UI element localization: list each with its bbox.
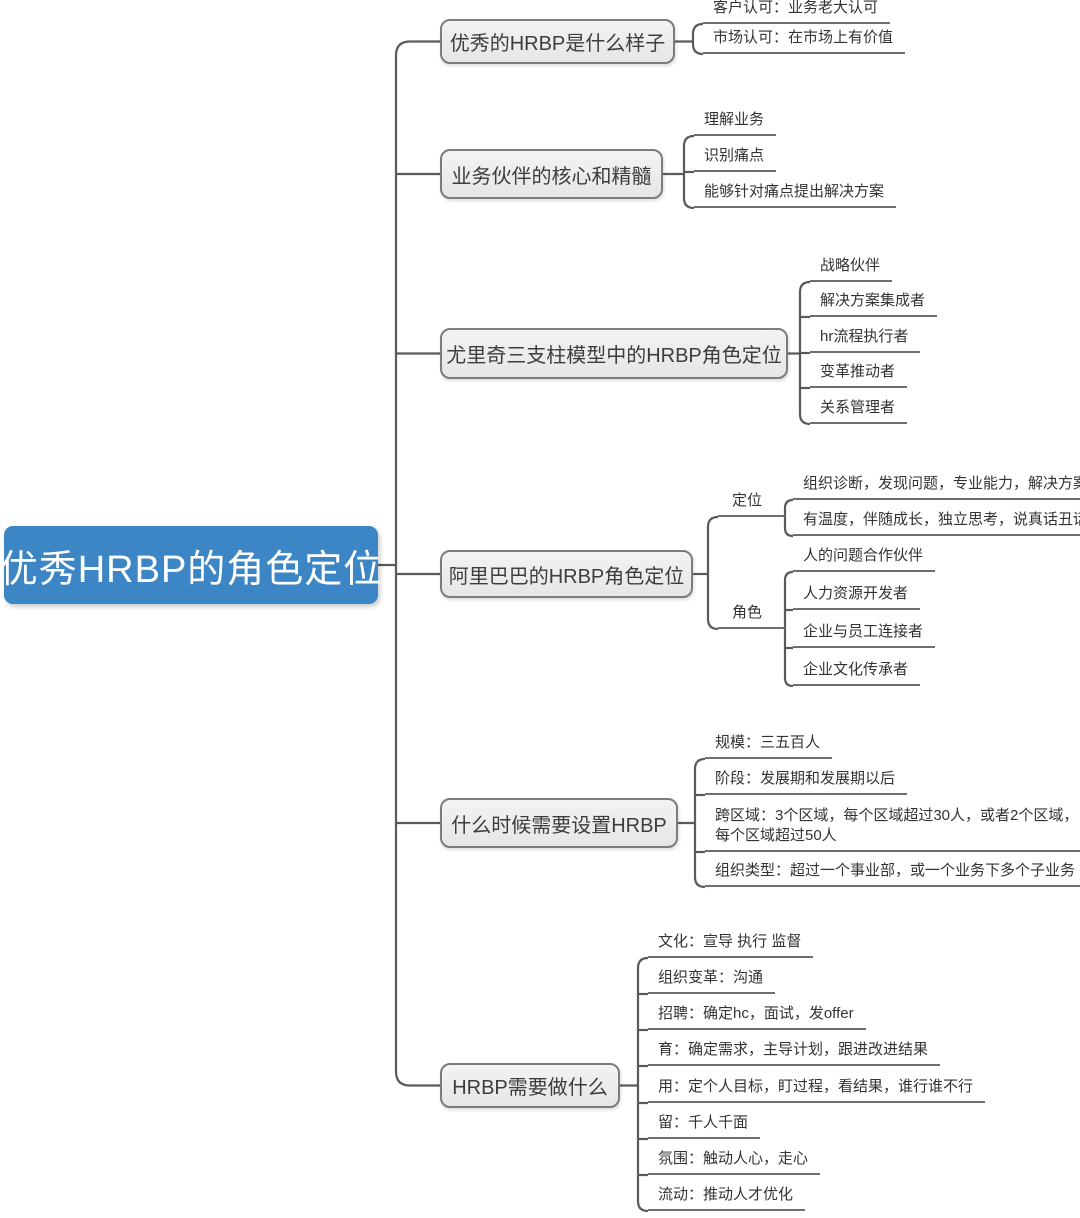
connector [691, 22, 704, 56]
leaf-topic[interactable]: 组织变革：沟通 [648, 968, 776, 994]
leaf-topic[interactable]: 阶段：发展期和发展期以后 [705, 769, 908, 795]
branch-topic[interactable]: HRBP需要做什么 [440, 1063, 620, 1108]
leaf-topic[interactable]: 识别痛点 [694, 146, 777, 172]
branch-topic[interactable]: 什么时候需要设置HRBP [440, 798, 678, 848]
group-topic[interactable]: 定位 [718, 491, 785, 517]
leaf-topic[interactable]: 组织类型：超过一个事业部，或一个业务下多个子业务 [705, 861, 1080, 887]
leaf-topic[interactable]: 能够针对痛点提出解决方案 [694, 182, 897, 208]
leaf-topic[interactable]: 规模：三五百人 [705, 733, 833, 759]
branch-topic[interactable]: 尤里奇三支柱模型中的HRBP角色定位 [440, 328, 788, 379]
branch-topic[interactable]: 优秀的HRBP是什么样子 [440, 19, 675, 64]
root-topic[interactable]: 优秀HRBP的角色定位 [0, 526, 381, 604]
connector [394, 40, 440, 1087]
leaf-topic[interactable]: 流动：推动人才优化 [648, 1185, 806, 1211]
leaf-topic[interactable]: 战略伙伴 [810, 256, 893, 282]
leaf-topic[interactable]: 跨区域：3个区域，每个区域超过30人，或者2个区域， 每个区域超过50人 [705, 806, 1080, 852]
connector [636, 956, 649, 1213]
leaf-topic[interactable]: 解决方案集成者 [810, 291, 938, 317]
leaf-topic[interactable]: 氛围：触动人心，走心 [648, 1149, 821, 1175]
leaf-topic[interactable]: 用：定个人目标，盯过程，看结果，谁行谁不行 [648, 1077, 986, 1103]
branch-topic[interactable]: 业务伙伴的核心和精髓 [440, 149, 663, 199]
leaf-topic[interactable]: 理解业务 [694, 110, 777, 136]
leaf-topic[interactable]: 客户认可：业务老大认可 [703, 0, 891, 24]
connector [706, 515, 719, 631]
leaf-topic[interactable]: 变革推动者 [810, 362, 908, 388]
branch-topic[interactable]: 阿里巴巴的HRBP角色定位 [440, 550, 693, 598]
leaf-topic[interactable]: 组织诊断，发现问题，专业能力，解决方案 [793, 474, 1080, 500]
leaf-topic[interactable]: 人的问题合作伙伴 [793, 546, 936, 572]
leaf-topic[interactable]: hr流程执行者 [810, 327, 921, 353]
connector [783, 570, 794, 688]
connector [693, 757, 706, 889]
group-topic[interactable]: 角色 [718, 603, 785, 629]
leaf-topic[interactable]: 育：确定需求，主导计划，跟进改进结果 [648, 1040, 941, 1066]
leaf-topic[interactable]: 关系管理者 [810, 398, 908, 424]
leaf-topic[interactable]: 文化：宣导 执行 监督 [648, 932, 814, 958]
leaf-topic[interactable]: 招聘：确定hc，面试，发offer [648, 1004, 866, 1030]
leaf-topic[interactable]: 留：千人千面 [648, 1113, 761, 1139]
leaf-topic[interactable]: 企业文化传承者 [793, 660, 921, 686]
leaf-topic[interactable]: 有温度，伴随成长，独立思考，说真话丑话 [793, 510, 1080, 536]
connector [783, 498, 794, 538]
leaf-topic[interactable]: 企业与员工连接者 [793, 622, 936, 648]
leaf-topic[interactable]: 市场认可：在市场上有价值 [703, 28, 906, 54]
leaf-topic[interactable]: 人力资源开发者 [793, 584, 921, 610]
